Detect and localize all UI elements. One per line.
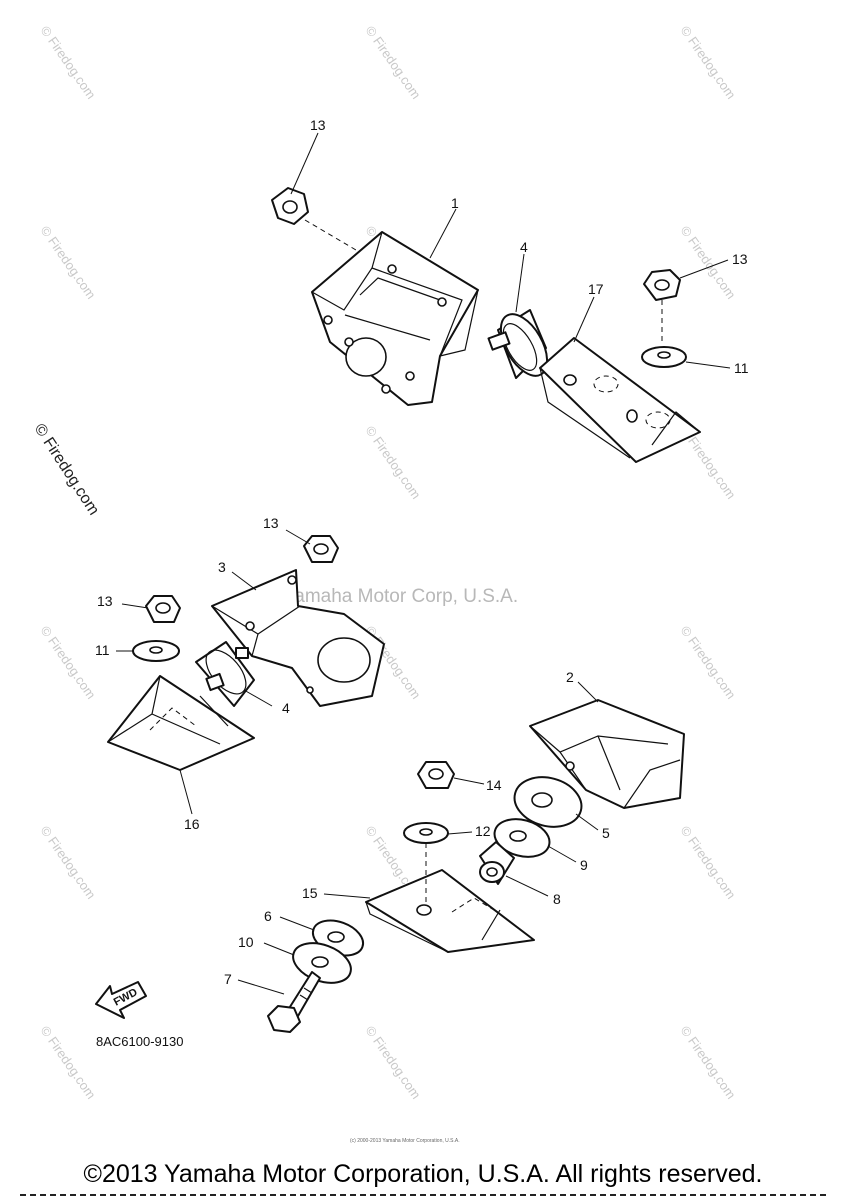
diagram-code: 8AC6100-9130 <box>96 1034 183 1049</box>
callout-15: 15 <box>302 885 318 901</box>
nut-13-left <box>145 595 181 623</box>
forward-arrow-icon: FWD <box>95 981 147 1019</box>
watermark-tile: © Firedog.com <box>678 1023 739 1102</box>
plate-16 <box>107 675 255 771</box>
callout-17: 17 <box>588 281 604 297</box>
watermark-tile: © Firedog.com <box>363 23 424 102</box>
washer-11-middle <box>132 640 180 662</box>
callout-8: 8 <box>553 891 561 907</box>
damper-5 <box>513 776 583 828</box>
callout-9: 9 <box>580 857 588 873</box>
watermark-tile: © Firedog.com <box>363 423 424 502</box>
leader-lines <box>116 132 731 995</box>
callout-numbers: 13 1 4 17 13 11 13 3 13 11 4 16 2 14 5 1… <box>95 117 749 987</box>
watermark-tile: © Firedog.com <box>38 623 99 702</box>
callout-13: 13 <box>310 117 326 133</box>
bracket-1 <box>311 231 479 406</box>
callout-5: 5 <box>602 825 610 841</box>
callout-1: 1 <box>451 195 459 211</box>
watermark-tile: © Firedog.com <box>678 23 739 102</box>
center-watermark: Yamaha Motor Corp, U.S.A. <box>283 586 518 607</box>
plate-15 <box>365 869 535 953</box>
nut-13-top <box>271 187 309 225</box>
nut-13-right <box>643 269 681 301</box>
nut-13-middle <box>303 535 339 563</box>
watermark-tile: © Firedog.com <box>678 623 739 702</box>
washer-11-top <box>641 346 687 368</box>
watermark-tile: © Firedog.com <box>678 823 739 902</box>
callout-10: 10 <box>238 934 254 950</box>
watermark-tile: © Firedog.com <box>678 223 739 302</box>
bracket-3 <box>211 569 385 707</box>
callout-7: 7 <box>224 971 232 987</box>
watermark-tiles: © Firedog.com © Firedog.com © Firedog.co… <box>38 23 739 1102</box>
watermark-tile: © Firedog.com <box>38 23 99 102</box>
watermark-tile: © Firedog.com <box>363 1023 424 1102</box>
plate-17 <box>539 337 701 463</box>
bottom-divider <box>20 1194 826 1200</box>
callout-11: 11 <box>734 360 749 376</box>
callout-13: 13 <box>97 593 113 609</box>
washer-9 <box>493 818 551 858</box>
collar-8 <box>479 841 515 885</box>
callout-11: 11 <box>95 642 110 658</box>
callout-4: 4 <box>282 700 290 716</box>
watermark-tile: © Firedog.com <box>38 823 99 902</box>
copyright-footer: ©2013 Yamaha Motor Corporation, U.S.A. A… <box>83 1160 763 1188</box>
callout-16: 16 <box>184 816 200 832</box>
small-copyright: (c) 2000-2013 Yamaha Motor Corporation, … <box>350 1138 460 1144</box>
nut-14 <box>417 761 455 789</box>
washer-12 <box>403 822 449 844</box>
bolt-7 <box>267 971 321 1033</box>
callout-13: 13 <box>263 515 279 531</box>
callout-6: 6 <box>264 908 272 924</box>
callout-14: 14 <box>486 777 502 793</box>
callout-2: 2 <box>566 669 574 685</box>
callout-13: 13 <box>732 251 748 267</box>
callout-4: 4 <box>520 239 528 255</box>
watermark-tile: © Firedog.com <box>38 223 99 302</box>
callout-12: 12 <box>475 823 491 839</box>
damper-4-middle <box>195 641 255 707</box>
callout-3: 3 <box>218 559 226 575</box>
watermark-tile: © Firedog.com <box>38 1023 99 1102</box>
bracket-2 <box>529 699 685 809</box>
side-watermark: © Firedog.com <box>31 421 103 518</box>
